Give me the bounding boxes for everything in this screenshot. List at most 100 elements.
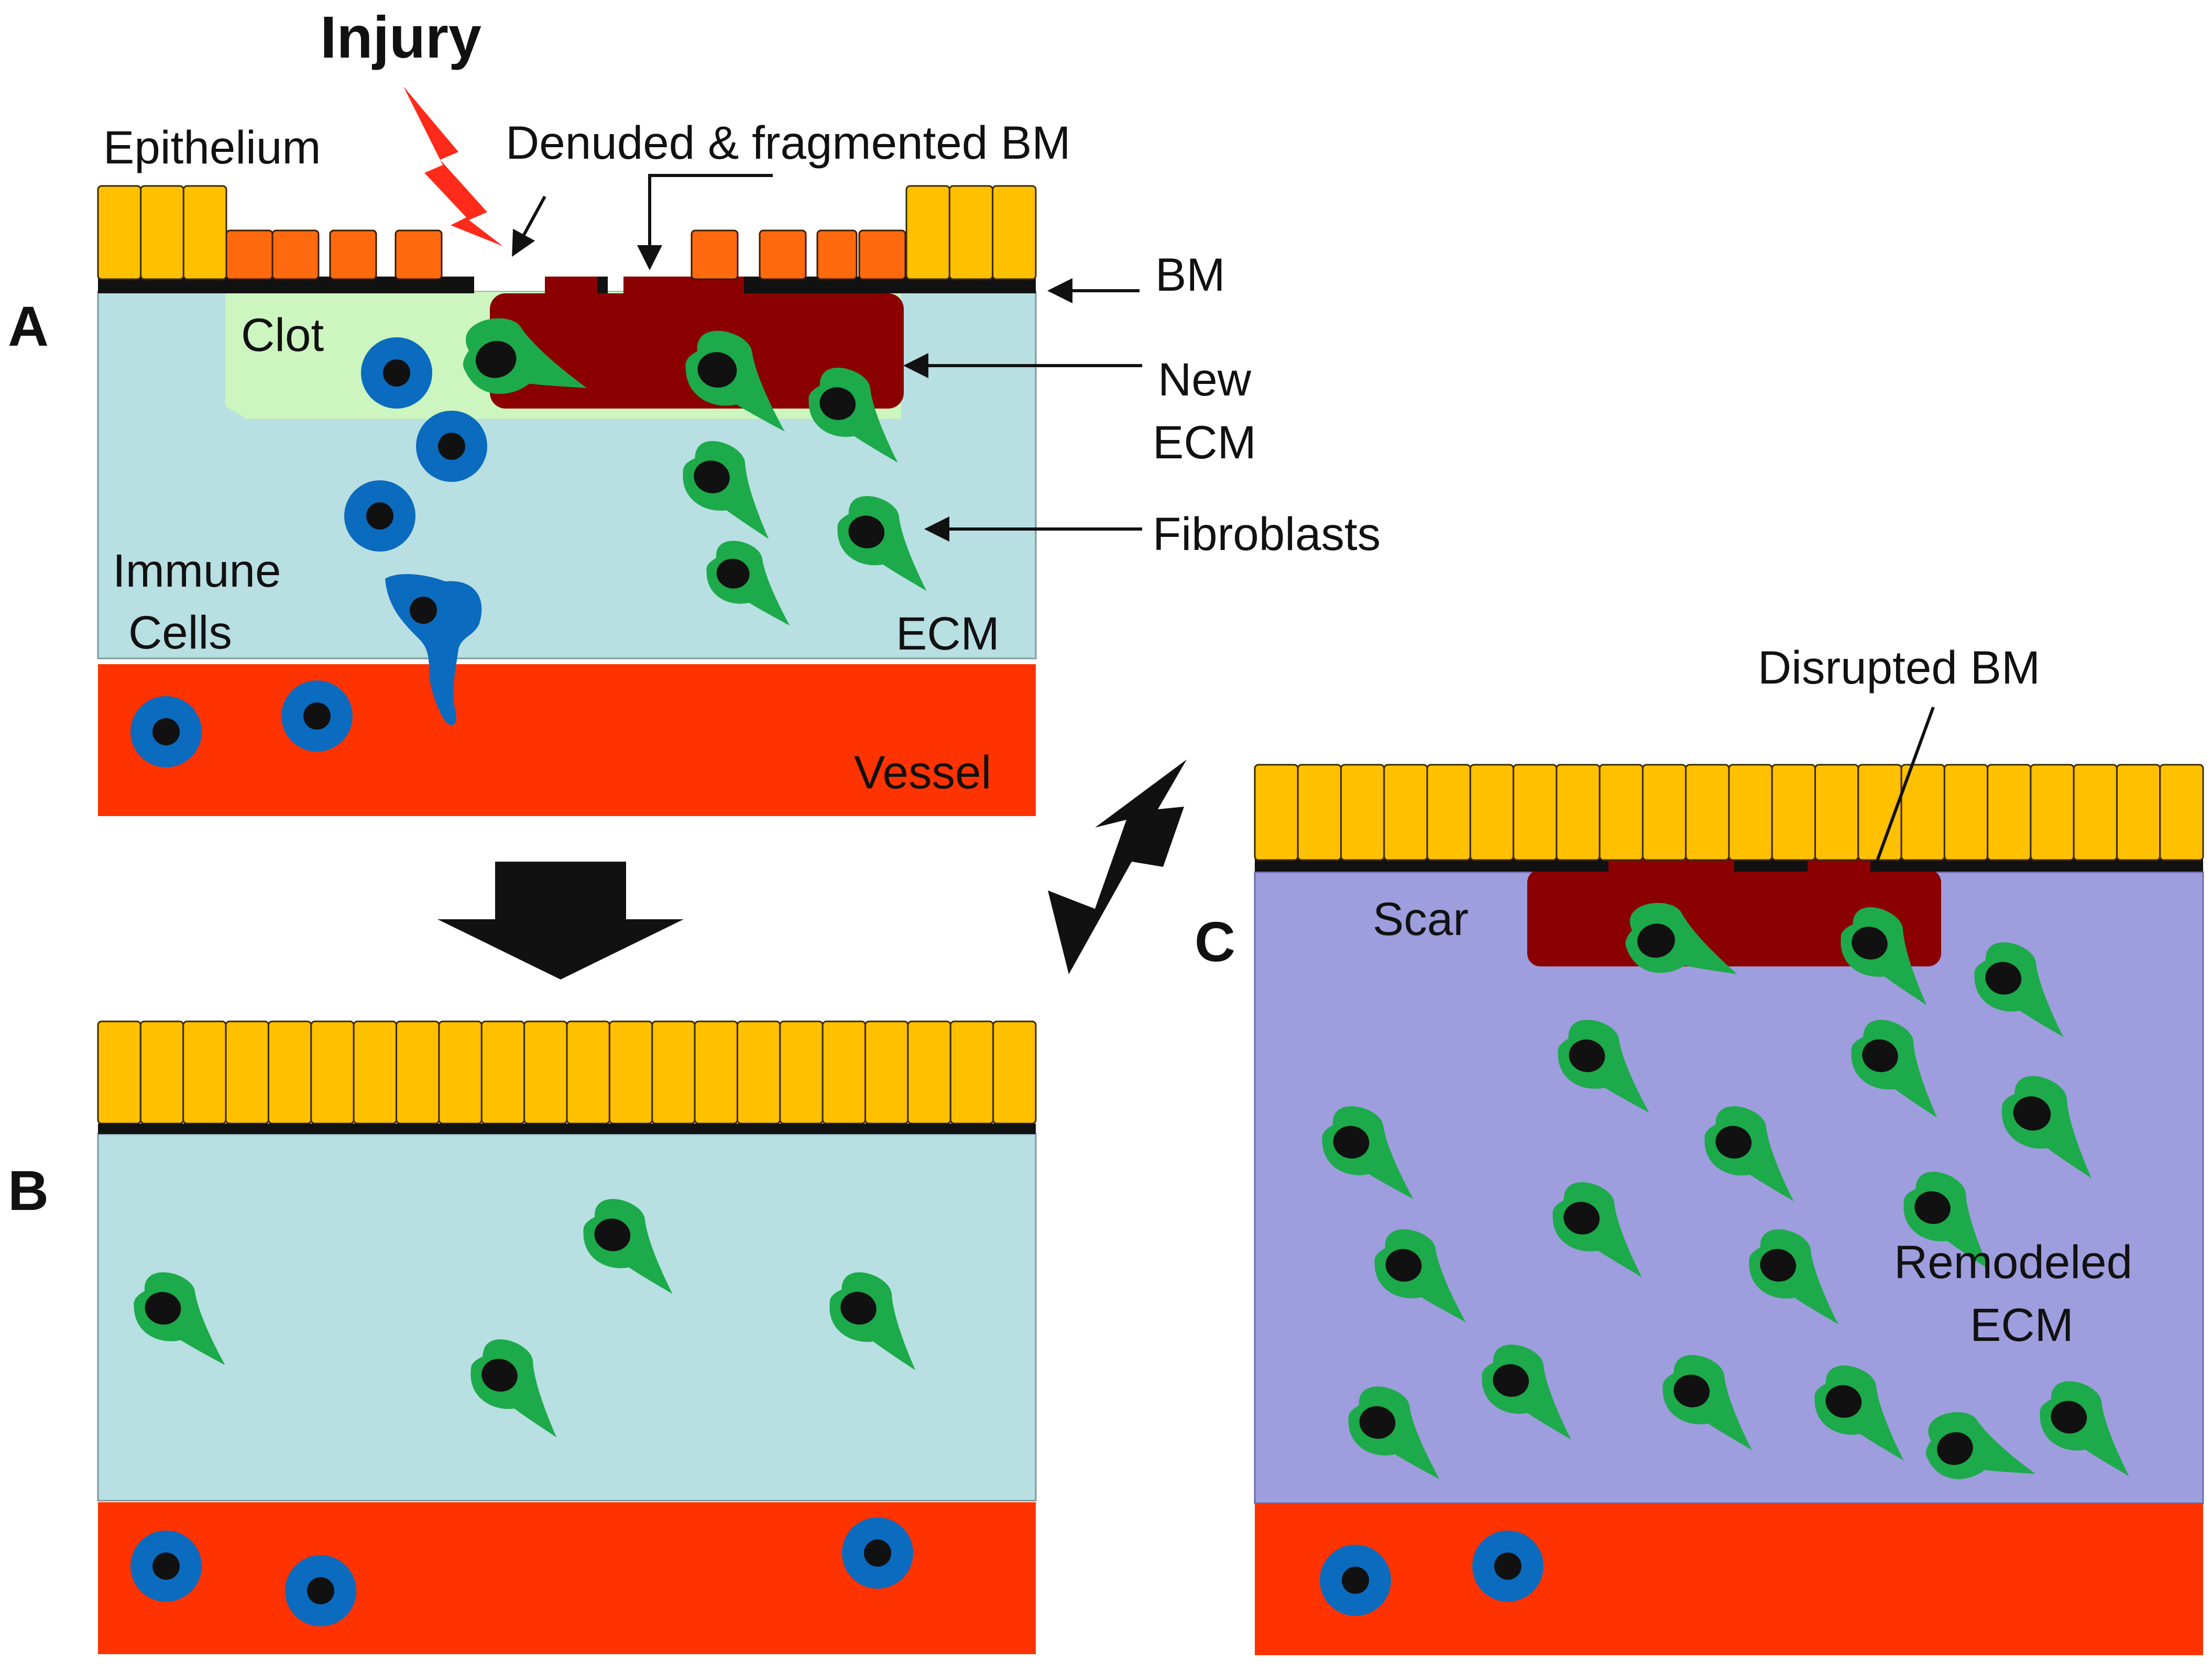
fibroblast-nucleus xyxy=(1359,1406,1396,1439)
epithelial-cell xyxy=(225,1020,269,1125)
injury-bolt-icon xyxy=(403,86,503,246)
injury-label: Injury xyxy=(320,4,481,70)
remodeled-ecm-label-line1: Remodeled xyxy=(1894,1236,2132,1288)
epithelial-cell xyxy=(1383,764,1428,861)
epithelial-cell xyxy=(140,185,184,280)
epithelial-cell xyxy=(1513,764,1558,861)
fibroblast-nucleus xyxy=(848,515,885,548)
damaged-epithelial-cell xyxy=(816,229,858,280)
ecm-label: ECM xyxy=(896,607,1000,659)
bm-label: BM xyxy=(1155,248,1225,301)
fibroblast xyxy=(2040,1381,2129,1477)
epithelial-cell xyxy=(736,1020,781,1125)
epithelial-cell xyxy=(1814,764,1859,861)
damaged-epithelial-cell xyxy=(329,229,377,280)
epithelial-cell xyxy=(992,1020,1037,1125)
fibroblast-nucleus xyxy=(819,387,856,420)
panel-a-cells xyxy=(130,318,927,767)
panel-b-letter: B xyxy=(8,1159,49,1222)
bm-strip xyxy=(98,1124,1036,1134)
immune-cell-nucleus xyxy=(152,718,180,745)
bm-gap xyxy=(1608,859,1734,872)
epithelial-cell xyxy=(480,1020,525,1125)
epithelial-cell xyxy=(779,1020,824,1125)
fibroblast-nucleus xyxy=(1715,1126,1752,1159)
epithelial-cell xyxy=(1469,764,1515,861)
epithelial-cell xyxy=(1556,764,1601,861)
epithelial-cell xyxy=(948,185,994,280)
epithelial-cell xyxy=(438,1020,483,1125)
panel-c-basement-membrane xyxy=(1255,859,2203,872)
epithelial-cell xyxy=(1297,764,1342,861)
clot-label: Clot xyxy=(241,309,324,361)
fibroblast-nucleus xyxy=(481,1359,518,1392)
fibroblast xyxy=(808,368,898,463)
fibroblast-nucleus xyxy=(1333,1126,1370,1159)
fibroblast xyxy=(1662,1355,1752,1450)
fibroblast-nucleus xyxy=(697,352,737,388)
fibroblast xyxy=(1625,902,1738,974)
fibroblast-nucleus xyxy=(1569,1039,1605,1072)
epithelial-cell xyxy=(651,1020,696,1125)
down-arrow-a-to-b xyxy=(437,862,684,979)
fibroblasts-label: Fibroblasts xyxy=(1153,508,1381,560)
leader-lines xyxy=(512,174,1935,873)
immune-cell-nucleus xyxy=(152,1553,180,1580)
fibroblast xyxy=(685,331,785,432)
disrupted-bm-leader xyxy=(1871,706,1935,873)
damaged-epithelial-cell xyxy=(225,229,273,280)
fibroblast-nucleus xyxy=(840,1292,877,1325)
immune-cell-nucleus xyxy=(307,1577,334,1604)
vessel-label: Vessel xyxy=(854,746,991,798)
fibroblast xyxy=(1374,1229,1466,1323)
disrupted-bm-label: Disrupted BM xyxy=(1758,641,2040,694)
fibroblast-nucleus xyxy=(1563,1202,1600,1235)
epithelial-cell xyxy=(139,1020,184,1125)
epithelial-cell xyxy=(566,1020,610,1125)
panel-c xyxy=(1254,764,2204,1655)
fibroblast xyxy=(829,1272,916,1370)
panel-a xyxy=(97,86,1037,816)
damaged-epithelial-cell xyxy=(858,229,906,280)
damaged-epithelial-cell xyxy=(271,229,320,280)
epithelial-cell xyxy=(1340,764,1385,861)
fibroblast xyxy=(837,496,927,591)
fibroblast xyxy=(1841,907,1927,1005)
panel-c-vessel xyxy=(1255,1503,2203,1655)
panel-b-epithelium xyxy=(97,1020,1037,1134)
fibroblast xyxy=(683,441,769,539)
new-ecm-label-line1: New xyxy=(1158,353,1252,405)
epithelial-cell xyxy=(1685,764,1730,861)
epithelial-cell xyxy=(1426,764,1471,861)
fibroblast-nucleus xyxy=(2013,1096,2051,1131)
immune-cell-nucleus xyxy=(864,1539,891,1567)
fibroblast xyxy=(1322,1106,1414,1199)
epithelial-cell xyxy=(97,185,142,280)
epithelial-cell xyxy=(2073,764,2118,861)
immune-cells-label-line2: Cells xyxy=(128,606,232,658)
immune-cell-nucleus xyxy=(1494,1553,1521,1580)
fibroblast xyxy=(583,1199,673,1294)
fibroblast-nucleus xyxy=(1862,1039,1898,1072)
zigzag-arrow-a-to-c xyxy=(1048,760,1187,974)
fibroblast xyxy=(2002,1076,2091,1179)
epithelial-cell xyxy=(2116,764,2161,861)
epithelial-cell xyxy=(905,185,950,280)
panel-c-cells xyxy=(1320,902,2129,1616)
epithelial-cell xyxy=(182,1020,227,1125)
panel-c-letter: C xyxy=(1195,910,1235,973)
new-ecm-top-right xyxy=(623,277,744,298)
fibroblast xyxy=(463,318,587,394)
epithelial-cell xyxy=(1987,764,2032,861)
fibroblast xyxy=(1926,1412,2035,1479)
epithelial-cell xyxy=(1641,764,1687,861)
fibroblast-nucleus xyxy=(1637,923,1675,958)
fibroblast xyxy=(1482,1345,1571,1440)
fibroblast-nucleus xyxy=(1385,1249,1422,1282)
epithelial-cell xyxy=(267,1020,312,1125)
epithelial-cell xyxy=(2159,764,2204,861)
fibroblast xyxy=(706,541,790,626)
epithelial-cell xyxy=(694,1020,738,1125)
epithelial-cell xyxy=(864,1020,909,1125)
